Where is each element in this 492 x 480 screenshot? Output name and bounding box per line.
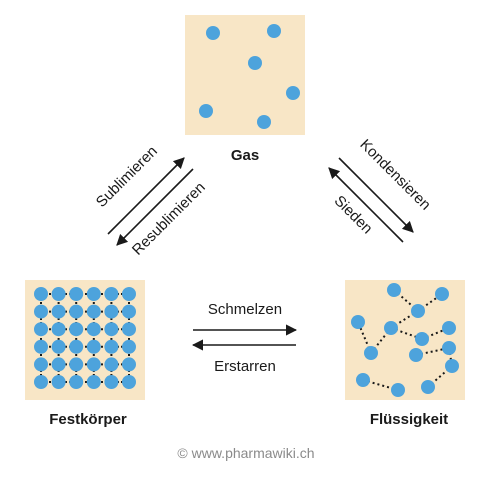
liquid-particle	[442, 321, 456, 335]
solid-particle	[122, 304, 136, 319]
solid-particle	[34, 339, 48, 354]
freezing-label: Erstarren	[214, 358, 276, 375]
gas-label: Gas	[231, 147, 259, 164]
solid-particle	[122, 339, 136, 354]
solid-particle	[34, 287, 48, 301]
gas-particle	[248, 56, 262, 70]
gas-particle	[286, 86, 300, 100]
solid-particle	[122, 322, 136, 337]
solid-particle	[86, 339, 101, 354]
solid-particle	[51, 357, 66, 372]
solid-particle	[34, 304, 48, 319]
solid-particle	[104, 322, 119, 337]
gas-particles	[199, 24, 300, 129]
liquid-particle	[387, 283, 401, 297]
gas-particle	[257, 115, 271, 129]
solid-particle	[69, 322, 84, 337]
solid-particle	[86, 304, 101, 319]
resublimation-label: Resublimieren	[129, 179, 209, 259]
solid-particle	[51, 375, 66, 389]
solid-particle	[69, 339, 84, 354]
boiling-arrow	[328, 167, 404, 243]
liquid-box	[345, 280, 465, 400]
resublimation-arrow	[116, 168, 194, 246]
boiling-label: Sieden	[331, 192, 376, 237]
solid-particle	[51, 339, 66, 354]
solid-particle	[122, 287, 136, 301]
gas-particle	[199, 104, 213, 118]
solid-particle	[104, 287, 119, 301]
solid-particle	[69, 287, 84, 301]
solid-particle	[51, 287, 66, 301]
solid-particle	[69, 304, 84, 319]
liquid-particle	[356, 373, 370, 387]
liquid-particle	[442, 341, 456, 355]
solid-box	[25, 280, 145, 400]
solid-particle	[104, 339, 119, 354]
condensation-arrow	[338, 157, 414, 233]
solid-particle	[122, 357, 136, 372]
solid-particle	[104, 357, 119, 372]
solid-particle	[34, 375, 48, 389]
liquid-particle	[409, 348, 423, 362]
solid-particle	[104, 375, 119, 389]
liquid-particle	[415, 332, 429, 346]
liquid-particle	[435, 287, 449, 301]
solid-particle	[34, 322, 48, 337]
liquid-particle	[364, 346, 378, 360]
solid-particle	[86, 357, 101, 372]
sublimation-label: Sublimieren	[93, 143, 161, 211]
solid-particle	[86, 322, 101, 337]
solid-particle	[104, 304, 119, 319]
liquid-particle	[421, 380, 435, 394]
solid-label: Festkörper	[49, 411, 127, 428]
solid-particle	[34, 357, 48, 372]
liquid-particles	[351, 283, 459, 397]
solid-lattice	[34, 287, 136, 389]
copyright-text: © www.pharmawiki.ch	[177, 445, 314, 461]
sublimation-arrow	[107, 157, 185, 235]
liquid-label: Flüssigkeit	[370, 411, 448, 428]
solid-particle	[51, 304, 66, 319]
liquid-particle	[351, 315, 365, 329]
solid-particle	[122, 375, 136, 389]
condensation-label: Kondensieren	[356, 136, 433, 213]
liquid-particle	[445, 359, 459, 373]
solid-particle	[86, 375, 101, 389]
solid-particle	[69, 357, 84, 372]
liquid-particle	[411, 304, 425, 318]
melting-label: Schmelzen	[208, 301, 282, 318]
solid-particle	[86, 287, 101, 301]
gas-particle	[267, 24, 281, 38]
solid-particle	[69, 375, 84, 389]
liquid-particle	[391, 383, 405, 397]
gas-particle	[206, 26, 220, 40]
solid-particle	[51, 322, 66, 337]
gas-box	[185, 15, 305, 135]
liquid-particle	[384, 321, 398, 335]
